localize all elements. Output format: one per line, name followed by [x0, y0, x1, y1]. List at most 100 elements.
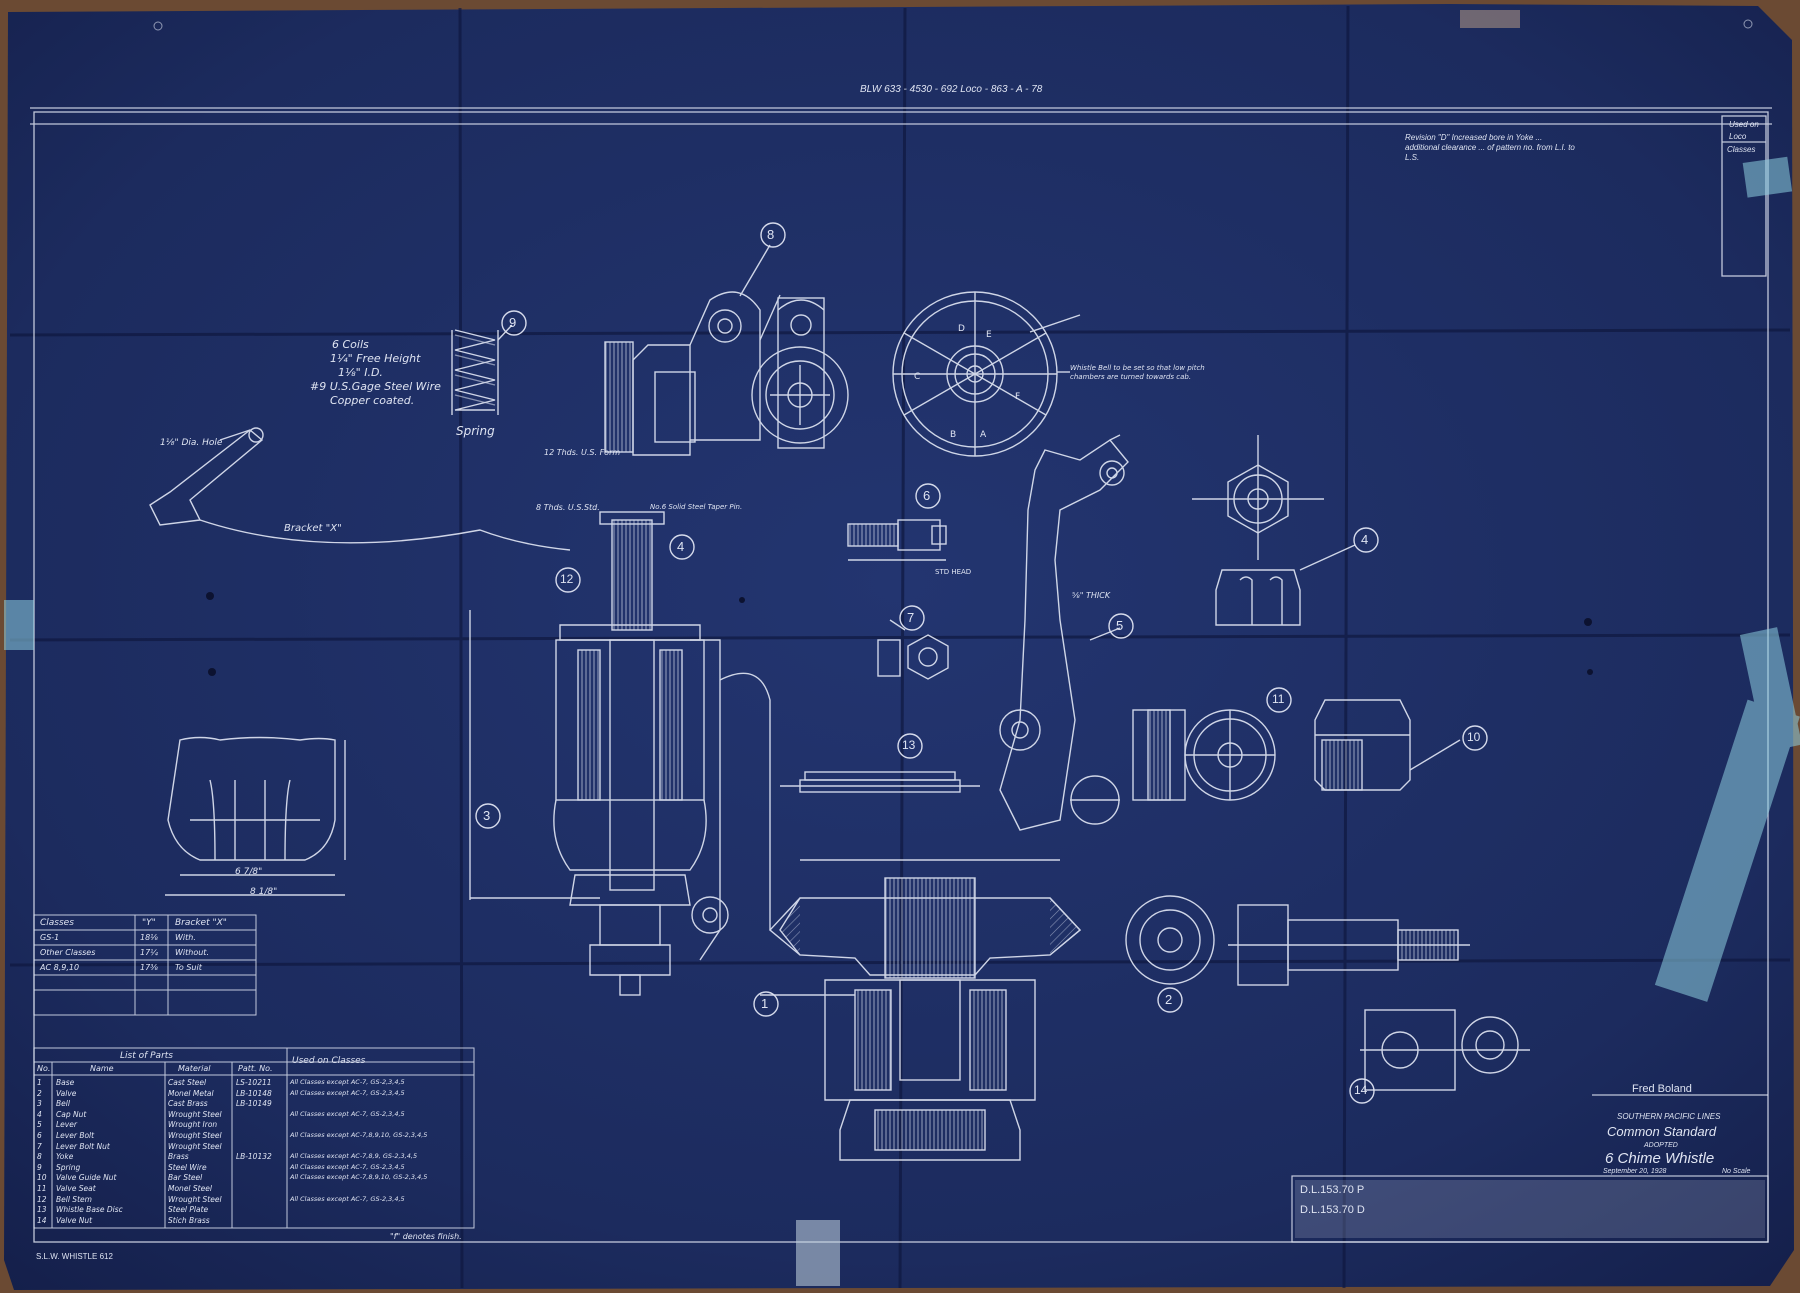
drawing-ink [149, 244, 1530, 1161]
classes-cell: 17¼ [140, 948, 158, 957]
spring-note-line: #9 U.S.Gage Steel Wire [310, 380, 441, 393]
part-number: 12 [560, 572, 574, 586]
chamber-letter: F [1015, 392, 1021, 402]
parts-cell: All Classes except AC-7, GS-2,3,4,5 [290, 1088, 405, 1097]
parts-cell: Steel Wire [168, 1162, 207, 1172]
parts-cell: Valve [56, 1088, 77, 1098]
finish-note: "f" denotes finish. [390, 1232, 462, 1241]
bracket-detail-drawing [165, 736, 346, 896]
drawing-title: 6 Chime Whistle [1605, 1150, 1715, 1167]
classes-cell: To Suit [175, 963, 202, 972]
part-number: 4 [677, 539, 685, 554]
part-number: 1 [761, 996, 769, 1011]
lever-bolt-nut-drawing [877, 619, 949, 680]
classes-cell: With. [175, 933, 196, 942]
parts-list-frame [33, 1047, 475, 1229]
classes-cell: AC 8,9,10 [40, 963, 80, 972]
valve-seat-drawing [1132, 709, 1276, 801]
revision-note: Revision "D" Increased bore in Yoke ... … [1405, 133, 1575, 162]
parts-cell: All Classes except AC-7, GS-2,3,4,5 [290, 1162, 405, 1171]
parts-cell: Cap Nut [56, 1109, 87, 1119]
parts-cell: Steel Plate [168, 1205, 209, 1215]
part-number: 6 [923, 488, 931, 503]
base-disc-drawing [780, 771, 980, 793]
parts-list-title: List of Parts [120, 1051, 173, 1061]
width-dimension: 6 7/8" [235, 867, 263, 877]
part-number: 10 [1467, 730, 1481, 744]
parts-cell: 13 [37, 1205, 47, 1215]
parts-cell: Cast Steel [168, 1078, 207, 1087]
spring-note-line: Copper coated. [330, 394, 415, 407]
blueprint-paper [4, 4, 1794, 1290]
scale-label: No Scale [1722, 1168, 1751, 1175]
classes-header: Classes [40, 918, 74, 928]
spring-note-line: 1⅛" I.D. [338, 366, 383, 379]
parts-cell: Wrought Steel [168, 1131, 222, 1140]
classes-cell: Without. [175, 948, 209, 957]
spring-label: Spring [456, 424, 495, 438]
parts-cell: LB-10148 [236, 1088, 272, 1098]
parts-cell: Wrought Iron [168, 1120, 218, 1130]
parts-cell: 6 [37, 1131, 42, 1140]
used-on-classes: Classes [1727, 145, 1756, 154]
parts-cell: LS-10211 [236, 1078, 272, 1087]
parts-header: Name [90, 1064, 114, 1073]
parts-cell: Wrought Steel [168, 1141, 222, 1151]
classes-table-frame [33, 914, 257, 1016]
part-number: 5 [1116, 618, 1124, 633]
parts-cell: Wrought Steel [168, 1194, 222, 1204]
part-number: 3 [483, 808, 491, 823]
part-number: 13 [902, 738, 916, 752]
drawing-date: September 20, 1928 [1603, 1168, 1667, 1175]
spring-note-line: 1¼" Free Height [330, 352, 421, 365]
parts-cell: 11 [37, 1184, 47, 1193]
parts-cell: Lever [56, 1120, 77, 1130]
parts-cell: Bell Stem [56, 1194, 92, 1204]
drawing-number: D.L.153.70 D [1300, 1204, 1365, 1216]
parts-cell: Valve Guide Nut [56, 1173, 117, 1183]
parts-cell: All Classes except AC-7,8,9, GS-2,3,4,5 [290, 1152, 418, 1161]
lever-bolt-drawing [847, 519, 947, 561]
company-name: SOUTHERN PACIFIC LINES [1617, 1112, 1721, 1121]
dia-hole-label: 1⅛" Dia. Hole [160, 438, 223, 448]
parts-cell: Monel Metal [168, 1088, 214, 1098]
used-on-label: Used on [1729, 120, 1759, 129]
part-number: 8 [767, 227, 775, 242]
classes-header: Bracket "X" [175, 918, 227, 928]
cap-nut-drawing [1192, 435, 1356, 626]
parts-header: No. [37, 1064, 51, 1073]
bracket-x-drawing [149, 427, 571, 551]
parts-cell: 7 [37, 1141, 42, 1151]
parts-cell: 5 [37, 1120, 42, 1130]
parts-cell: Monel Steel [168, 1184, 212, 1193]
title-block-frame [1291, 1094, 1769, 1243]
yoke-drawing [604, 244, 849, 456]
parts-cell: Spring [56, 1162, 81, 1172]
bell-section-drawing [469, 511, 771, 996]
chamber-letter: A [980, 430, 987, 440]
parts-cell: 14 [37, 1215, 47, 1225]
classes-cell: Other Classes [40, 948, 96, 957]
chamber-letter: C [914, 372, 921, 382]
parts-cell: Stich Brass [168, 1215, 210, 1225]
base-section-drawing [760, 859, 1082, 1161]
standard-label: Common Standard [1607, 1124, 1717, 1139]
parts-cell: All Classes except AC-7,8,9,10, GS-2,3,4… [290, 1173, 428, 1182]
punch-holes [206, 592, 1593, 676]
parts-cell: All Classes except AC-7, GS-2,3,4,5 [290, 1194, 405, 1203]
parts-cell: LB-10149 [236, 1099, 272, 1109]
std-head-label: STD HEAD [935, 568, 972, 576]
parts-cell: Yoke [56, 1152, 74, 1162]
top-reference: BLW 633 - 4530 - 692 Loco - 863 - A - 78 [860, 84, 1043, 95]
bell-top-view [892, 291, 1081, 457]
classes-header: "Y" [142, 918, 156, 928]
corner-marks [153, 19, 1753, 31]
drawing-number-strip [1295, 1180, 1765, 1238]
part-number: 7 [907, 610, 915, 625]
part-number: 9 [509, 315, 517, 330]
parts-cell: 4 [37, 1109, 42, 1119]
part-number: 11 [1272, 692, 1285, 706]
classes-cell: GS-1 [40, 933, 60, 942]
